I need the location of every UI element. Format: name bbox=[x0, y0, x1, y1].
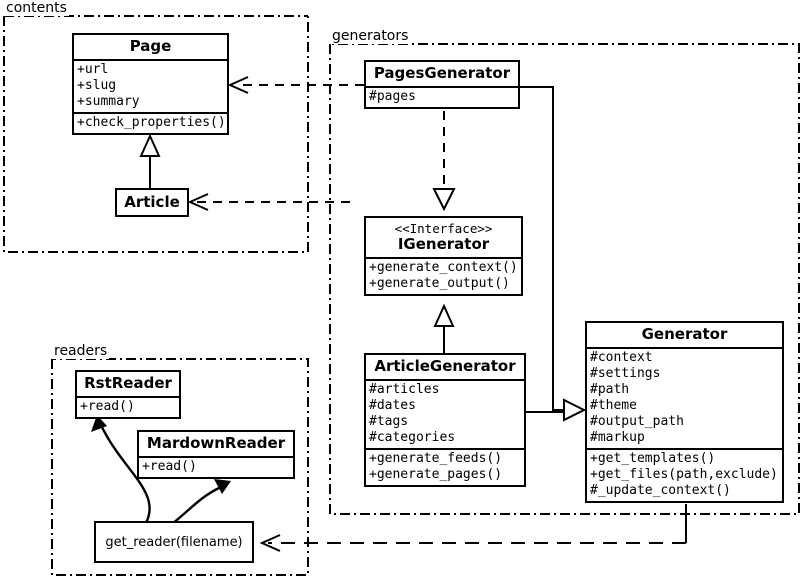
connector-getreader-to-mardownreader bbox=[171, 479, 231, 525]
connector-pagesgenerator-to-page bbox=[227, 76, 364, 94]
package-label-readers: readers bbox=[52, 343, 110, 359]
attribute: #markup bbox=[590, 430, 645, 445]
method: +get_files(path,exclude) bbox=[590, 467, 778, 482]
class-name-rstreader: RstReader bbox=[84, 374, 172, 392]
attribute: #output_path bbox=[590, 414, 684, 429]
class-methods-page: +check_properties() bbox=[74, 112, 227, 133]
class-methods-rstreader: +read() bbox=[77, 396, 179, 417]
connector-article-to-page bbox=[139, 133, 161, 188]
connector-articlegenerator-to-igenerator bbox=[433, 303, 455, 355]
attribute: #tags bbox=[369, 414, 409, 429]
attribute: #settings bbox=[590, 366, 661, 381]
class-box-igenerator[interactable]: <<Interface>> IGenerator +generate_conte… bbox=[364, 216, 523, 296]
class-methods-generator: +get_templates() +get_files(path,exclude… bbox=[587, 448, 782, 501]
attribute: +slug bbox=[77, 78, 117, 93]
attribute: #categories bbox=[369, 430, 456, 445]
class-name-igenerator: IGenerator bbox=[397, 235, 490, 253]
class-name-articlegenerator: ArticleGenerator bbox=[374, 357, 516, 375]
class-name-article: Article bbox=[124, 193, 180, 211]
class-attributes-generator: #context #settings #path #theme #output_… bbox=[587, 347, 782, 448]
connector-pagesgenerator-to-igenerator bbox=[432, 111, 456, 212]
method: +read() bbox=[80, 399, 135, 414]
class-box-rstreader[interactable]: RstReader +read() bbox=[75, 370, 181, 419]
package-label-contents: contents bbox=[4, 0, 69, 16]
class-box-mardownreader[interactable]: MardownReader +read() bbox=[137, 430, 295, 479]
attribute: #path bbox=[590, 382, 630, 397]
class-methods-mardownreader: +read() bbox=[139, 456, 293, 477]
attribute: +summary bbox=[77, 94, 140, 109]
attribute: #pages bbox=[369, 89, 416, 104]
class-box-article[interactable]: Article bbox=[115, 188, 189, 217]
class-attributes-pagesgenerator: #pages bbox=[366, 86, 518, 107]
method: +generate_pages() bbox=[369, 467, 503, 482]
class-methods-articlegenerator: +generate_feeds() +generate_pages() bbox=[366, 448, 524, 485]
class-stereotype-igenerator: <<Interface>> bbox=[394, 221, 493, 236]
method: +check_properties() bbox=[77, 115, 226, 130]
attribute: +url bbox=[77, 62, 109, 77]
class-name-generator: Generator bbox=[641, 325, 728, 343]
connector-generator-to-getreader bbox=[259, 504, 687, 552]
class-attributes-page: +url +slug +summary bbox=[74, 59, 227, 112]
class-methods-igenerator: +generate_context() +generate_output() bbox=[366, 257, 521, 294]
package-label-generators: generators bbox=[330, 28, 411, 44]
method: +read() bbox=[142, 459, 197, 474]
function-label-get-reader: get_reader(filename) bbox=[105, 534, 243, 550]
class-name-page: Page bbox=[129, 37, 172, 55]
class-name-mardownreader: MardownReader bbox=[146, 434, 286, 452]
class-box-articlegenerator[interactable]: ArticleGenerator #articles #dates #tags … bbox=[364, 353, 526, 487]
attribute: #dates bbox=[369, 398, 416, 413]
method: +generate_feeds() bbox=[369, 451, 503, 466]
attribute: #context bbox=[590, 350, 653, 365]
class-attributes-articlegenerator: #articles #dates #tags #categories bbox=[366, 379, 524, 448]
function-box-get-reader[interactable]: get_reader(filename) bbox=[94, 521, 254, 563]
method: +get_templates() bbox=[590, 451, 716, 466]
class-name-pagesgenerator: PagesGenerator bbox=[373, 64, 511, 82]
class-box-generator[interactable]: Generator #context #settings #path #them… bbox=[585, 321, 784, 503]
class-box-pagesgenerator[interactable]: PagesGenerator #pages bbox=[364, 60, 520, 109]
connector-articlegenerator-to-article bbox=[187, 193, 350, 211]
class-box-page[interactable]: Page +url +slug +summary +check_properti… bbox=[72, 33, 229, 135]
method: #_update_context() bbox=[590, 483, 731, 498]
connector-pagesgenerator-to-generator bbox=[519, 86, 587, 422]
attribute: #theme bbox=[590, 398, 637, 413]
method: +generate_output() bbox=[369, 276, 510, 291]
attribute: #articles bbox=[369, 382, 440, 397]
method: +generate_context() bbox=[369, 260, 518, 275]
